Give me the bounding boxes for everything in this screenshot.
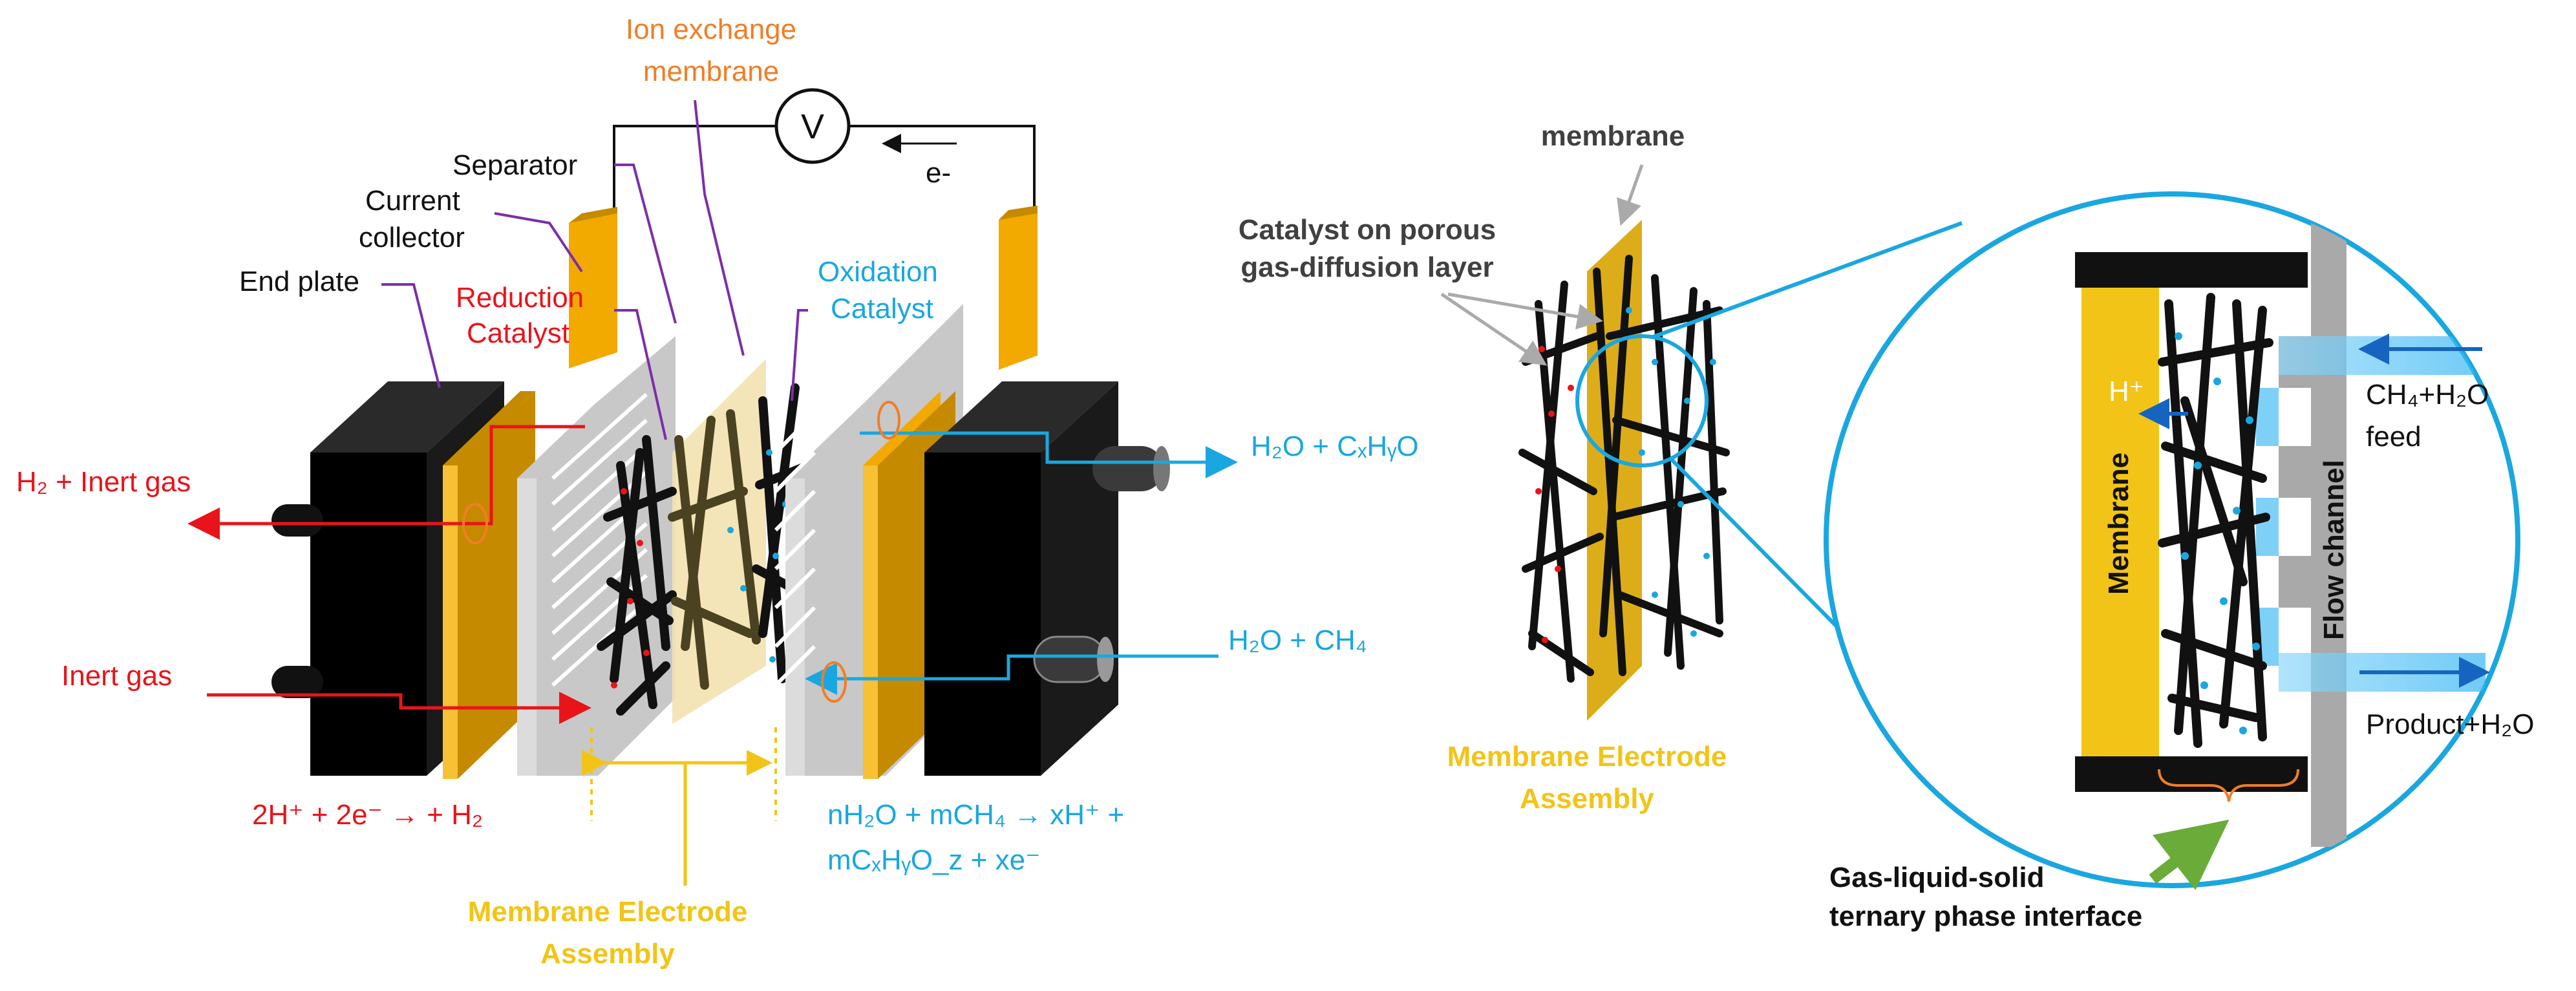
feed-label-2: feed (2366, 421, 2422, 453)
catalyst-label-1: Catalyst on porous (1239, 214, 1496, 246)
interface-brace (2158, 769, 2299, 802)
anode-reaction-line2: mCₓHᵧO_z + xe⁻ (827, 844, 1040, 876)
interface-label-2: ternary phase interface (1829, 900, 2142, 932)
mea-bracket (582, 727, 777, 886)
zoom-line-top (1650, 221, 1963, 339)
flow-channel-plate (2311, 213, 2347, 847)
catalyst-pointer-2 (1447, 292, 1603, 330)
interface-arrow (2149, 819, 2230, 890)
external-circuit: V e- (613, 88, 1036, 323)
separator-label: Separator (452, 149, 577, 181)
reduction-catalyst-label-1: Reduction (456, 282, 584, 314)
membrane-pointer (1617, 164, 1644, 226)
current-collector-label-2: collector (359, 222, 465, 253)
zoom-detail: H⁺ CH₄+H₂O feed Product+H₂O Membrane Flo… (1824, 191, 2534, 932)
anode-flow (805, 401, 1238, 703)
middle-fibers (1518, 255, 1730, 683)
product-label: Product+H₂O (2366, 709, 2534, 740)
anode-inlet-label: H₂O + CH₄ (1228, 624, 1367, 656)
proton-label: H⁺ (2109, 376, 2144, 407)
reduction-catalyst-dots (611, 488, 650, 688)
cathode-reaction: 2H⁺ + 2e⁻ → + H₂ (252, 799, 483, 831)
left-separator (517, 336, 676, 776)
anode-reaction-line1: nH₂O + mCH₄ → xH⁺ + (827, 799, 1124, 831)
current-collector-label-1: Current (365, 185, 460, 217)
middle-mea-label-2: Assembly (1520, 783, 1654, 815)
ion-exchange-label-1: Ion exchange (626, 14, 796, 45)
flow-channel-label: Flow channel (2318, 460, 2350, 640)
middle-membrane-label: membrane (1541, 120, 1685, 152)
mea-label-2: Assembly (540, 938, 675, 970)
zoom-membrane (2081, 288, 2159, 756)
inert-gas-label: Inert gas (61, 660, 172, 692)
ion-exchange-label-2: membrane (643, 56, 779, 87)
left-labels: Ion exchange membrane Separator Current … (16, 14, 1419, 970)
catalyst-pointer-1 (1440, 292, 1548, 366)
label-leaders (381, 100, 808, 440)
mea-label-1: Membrane Electrode (468, 896, 748, 928)
middle-mea-label-1: Membrane Electrode (1447, 741, 1727, 773)
middle-red-dots (1535, 346, 1574, 643)
feed-label-1: CH₄+H₂O (2366, 379, 2489, 410)
reduction-catalyst-label-2: Catalyst (467, 317, 569, 349)
zoom-catalyst-dots (2175, 332, 2260, 734)
oxidation-catalyst-label-1: Oxidation (818, 256, 938, 288)
membrane-fibers (668, 409, 761, 690)
cathode-flow (187, 425, 591, 724)
middle-zoom-circle (1575, 334, 1708, 467)
reduction-catalyst-fibers (597, 435, 677, 716)
voltmeter-icon (774, 88, 851, 164)
end-plate-label: End plate (239, 266, 359, 297)
voltmeter-symbol: V (801, 107, 824, 146)
left-mea (597, 359, 813, 724)
membrane-vertical-label: Membrane (2103, 453, 2134, 595)
catalyst-label-2: gas-diffusion layer (1240, 251, 1493, 283)
anode-outlet-label: H₂O + CₓHᵧO (1251, 431, 1419, 462)
middle-blue-dots (1626, 307, 1716, 637)
h2-inert-gas-label: H₂ + Inert gas (16, 466, 191, 498)
interface-label-1: Gas-liquid-solid (1829, 862, 2044, 893)
middle-mea: membrane Catalyst on porous gas-diffusio… (1239, 120, 1974, 815)
oxidation-catalyst-label-2: Catalyst (831, 293, 933, 325)
left-current-collector (443, 207, 617, 779)
electron-label: e- (926, 157, 951, 189)
frame-top (2075, 252, 2308, 288)
zoom-fibers (2158, 293, 2273, 748)
